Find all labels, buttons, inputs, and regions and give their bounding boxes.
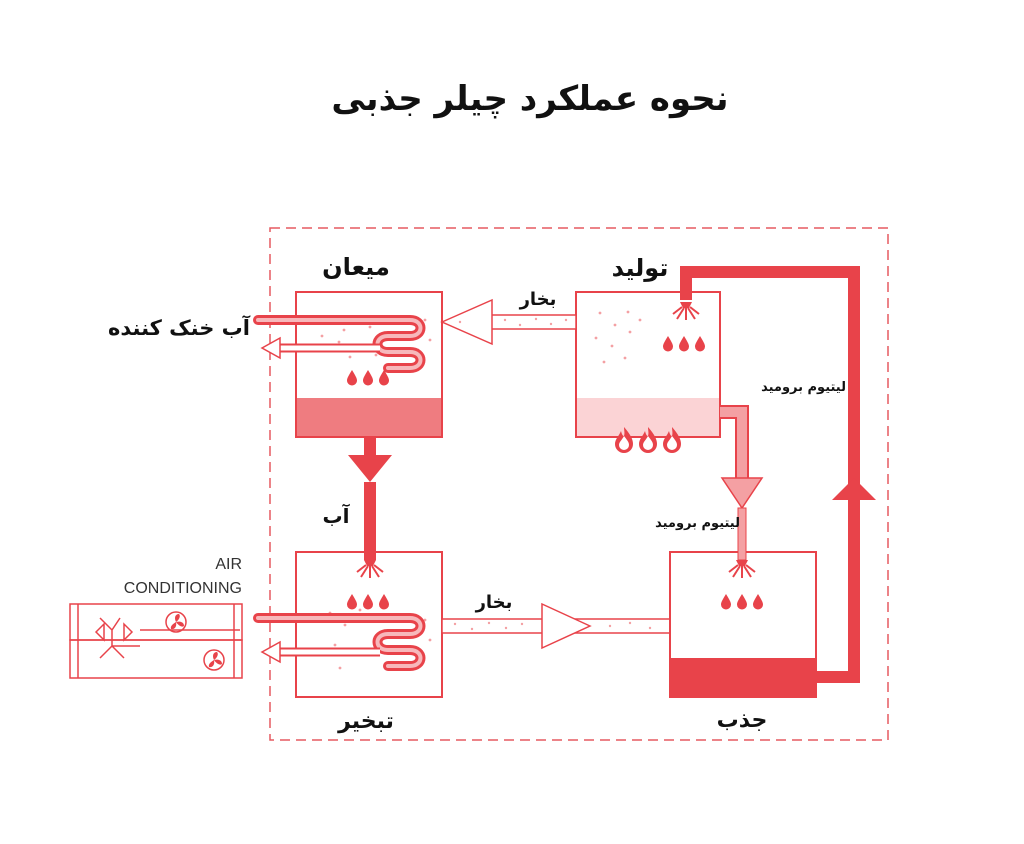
ac-label-line2: CONDITIONING — [124, 580, 242, 597]
system-boundary — [269, 227, 889, 741]
ac-label-line1: AIR — [215, 556, 242, 573]
condenser-coil — [253, 315, 426, 373]
generator-vessel — [575, 291, 721, 453]
evaporator-label: تبخیر — [337, 709, 394, 734]
fan-icon-top — [165, 611, 187, 633]
arrow-icon — [260, 336, 281, 360]
fan-icon-bottom — [203, 649, 225, 671]
lithium-bromide-label-mid: لیتیوم بروميد — [655, 516, 740, 531]
vapor-dots — [594, 310, 642, 364]
water-flow — [348, 437, 392, 560]
condenser-label: میعان — [322, 253, 390, 281]
evaporator-coil — [253, 613, 426, 671]
lithium-bromide-label-right: لیتیوم بروميد — [761, 380, 846, 395]
vapor-label-top: بخار — [519, 289, 557, 310]
lithium-bromide-strong-flow — [680, 266, 876, 683]
lithium-bromide-weak-flow — [720, 405, 764, 561]
absorber-vessel — [669, 551, 817, 698]
water-label: آب — [323, 503, 351, 528]
vapor-flow-top — [440, 298, 577, 346]
vapor-label-bottom: بخار — [475, 592, 513, 613]
airflow-arrows-icon — [94, 617, 140, 659]
air-conditioning-unit — [69, 603, 243, 679]
generator-label: تولید — [612, 254, 669, 282]
arrow-icon — [260, 640, 281, 664]
page-title: نحوه عملکرد چیلر جذبی — [331, 79, 728, 119]
cooling-water-label: آب خنک کننده — [108, 315, 251, 340]
absorber-label: جذب — [717, 708, 768, 733]
